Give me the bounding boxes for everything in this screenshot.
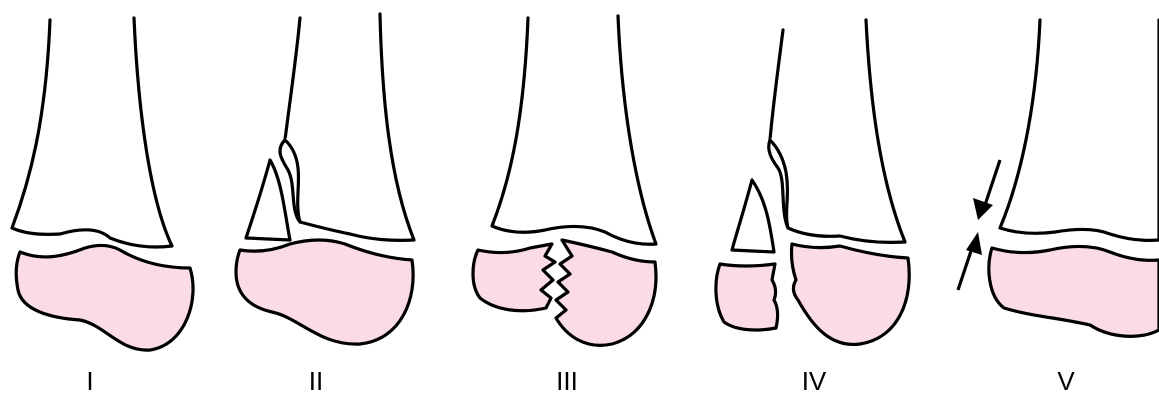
metaphysis-left-edge: [770, 30, 783, 140]
panel-type-i: I: [12, 18, 193, 393]
panel-type-v: V: [958, 20, 1159, 393]
epiphysis: [236, 240, 413, 344]
type-label: IV: [802, 366, 827, 393]
panel-type-iv: IV: [716, 20, 909, 393]
type-label: I: [86, 366, 93, 393]
epiphysis-fragment: [473, 244, 555, 311]
metaphysis: [1000, 20, 1159, 240]
compression-arrow-lower-head: [966, 232, 982, 255]
panel-type-iii: III: [473, 16, 656, 393]
metaphysis-fragment: [732, 180, 774, 252]
compression-arrow-lower-shaft: [958, 248, 972, 290]
metaphysis: [492, 16, 656, 244]
type-label: II: [309, 366, 323, 393]
metaphysis: [285, 14, 414, 240]
type-label: V: [1057, 366, 1075, 393]
epiphysis-fragment: [716, 264, 778, 330]
metaphysis-fragment: [246, 160, 290, 240]
epiphysis: [16, 245, 193, 350]
compression-arrow-upper-head: [973, 198, 993, 220]
compression-arrow-upper-shaft: [985, 160, 1000, 205]
epiphysis: [556, 240, 656, 345]
metaphysis: [12, 18, 172, 247]
epiphysis: [792, 244, 910, 344]
metaphysis: [770, 20, 905, 242]
metaphysis-left-edge: [285, 18, 300, 140]
panel-type-ii: II: [236, 14, 414, 393]
type-label: III: [556, 366, 578, 393]
epiphysis: [989, 246, 1159, 336]
